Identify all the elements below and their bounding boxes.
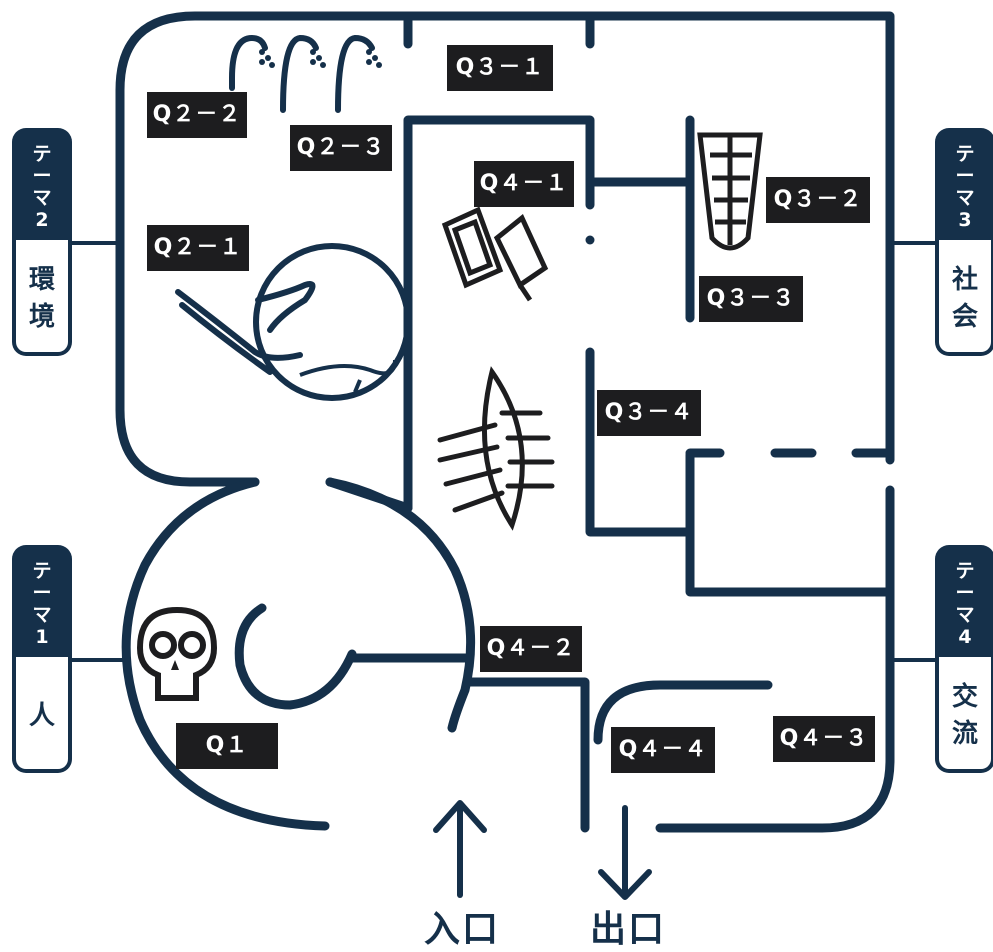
exhibit-q4-1[interactable]: Q４－１	[474, 161, 574, 207]
theme4-name: 交流	[935, 657, 993, 773]
exhibit-q3-4[interactable]: Q３－４	[597, 390, 701, 436]
exhibit-q2-1[interactable]: Q２－１	[147, 225, 249, 271]
outer-wall-right	[655, 485, 895, 833]
wall-q34	[585, 347, 695, 537]
exhibit-q4-2[interactable]: Q４－２	[480, 626, 582, 672]
exhibit-q2-3[interactable]: Q２－３	[290, 125, 392, 171]
card-icon	[441, 206, 549, 302]
entrance-label: 入口	[424, 909, 501, 950]
exit-arrow	[598, 805, 652, 900]
theme1-name: 人	[12, 657, 72, 773]
skull-icon	[136, 606, 218, 701]
entrance-arrow	[433, 800, 487, 898]
round-room	[325, 477, 476, 733]
mammoth-icon	[175, 243, 411, 401]
wall-q42	[463, 677, 590, 833]
outer-wall-top	[115, 11, 895, 487]
exhibit-q3-2[interactable]: Q３－２	[766, 177, 870, 223]
exhibit-q1[interactable]: Q１	[176, 723, 278, 769]
shower-icon	[229, 34, 375, 113]
exhibit-q3-1[interactable]: Q３－１	[447, 45, 553, 91]
theme3-name: 社会	[935, 240, 993, 356]
wall-q4-block	[685, 450, 895, 597]
exhibit-q4-3[interactable]: Q４－３	[773, 716, 875, 762]
boat-icon	[437, 366, 555, 531]
exhibit-q2-2[interactable]: Q２－２	[147, 92, 247, 138]
inner-c	[234, 603, 357, 710]
tower-icon	[697, 132, 763, 251]
link-wall	[325, 477, 413, 513]
theme2-name: 環境	[12, 240, 72, 356]
wall-q44-curve	[593, 680, 773, 745]
exhibit-q3-3[interactable]: Q３－３	[699, 276, 803, 322]
exhibit-q4-4[interactable]: Q４－４	[611, 727, 715, 773]
exit-label: 出口	[590, 909, 667, 950]
